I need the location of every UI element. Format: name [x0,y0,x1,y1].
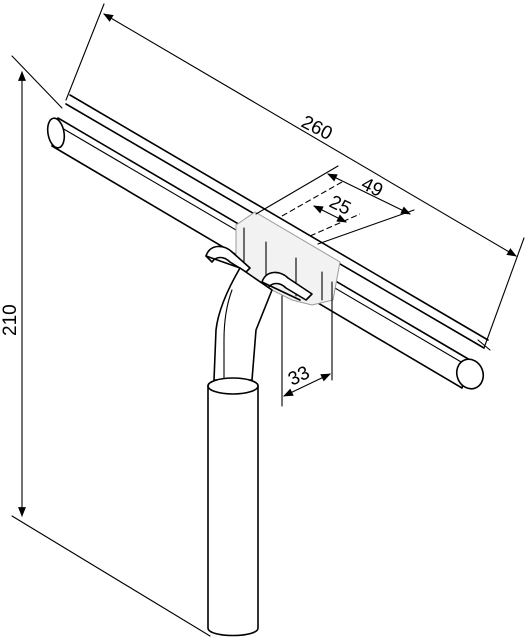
handle-grip [207,377,259,637]
dimension-210-label: 210 [0,304,21,336]
dimension-25: 25 [281,181,361,237]
handle-neck [213,267,273,381]
dimension-33-label: 33 [285,362,313,390]
dimension-49-label: 49 [358,174,386,202]
dimension-25-label: 25 [326,192,354,220]
dimension-210: 210 [0,55,211,637]
right-end-cap [455,358,485,390]
left-end-cap [46,117,66,149]
dimension-260-label: 260 [298,112,336,145]
